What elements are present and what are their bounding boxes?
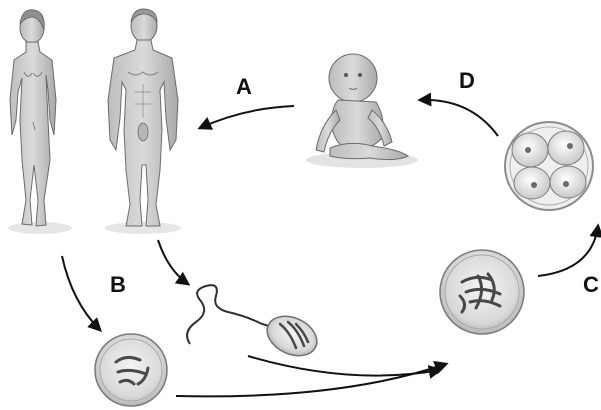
egg-cell	[95, 334, 167, 406]
arrow-female-to-egg	[62, 256, 100, 330]
arrow-male-to-sperm	[158, 240, 188, 284]
arrow-sperm-to-zygote	[248, 356, 440, 376]
label-d: D	[459, 70, 475, 92]
label-b: B	[110, 274, 126, 296]
label-a: A	[236, 76, 252, 98]
sperm-cell	[187, 285, 323, 363]
baby-figure	[306, 54, 418, 168]
arrow-c	[538, 226, 598, 276]
label-c: C	[583, 274, 599, 296]
arrow-d	[420, 100, 498, 136]
adult-male-figure	[105, 9, 181, 234]
adult-female-figure	[8, 10, 72, 234]
zygote-cell	[440, 250, 524, 334]
arrow-egg-to-zygote	[176, 364, 446, 396]
embryo-cell-cluster	[505, 122, 593, 210]
arrow-a	[200, 106, 294, 128]
